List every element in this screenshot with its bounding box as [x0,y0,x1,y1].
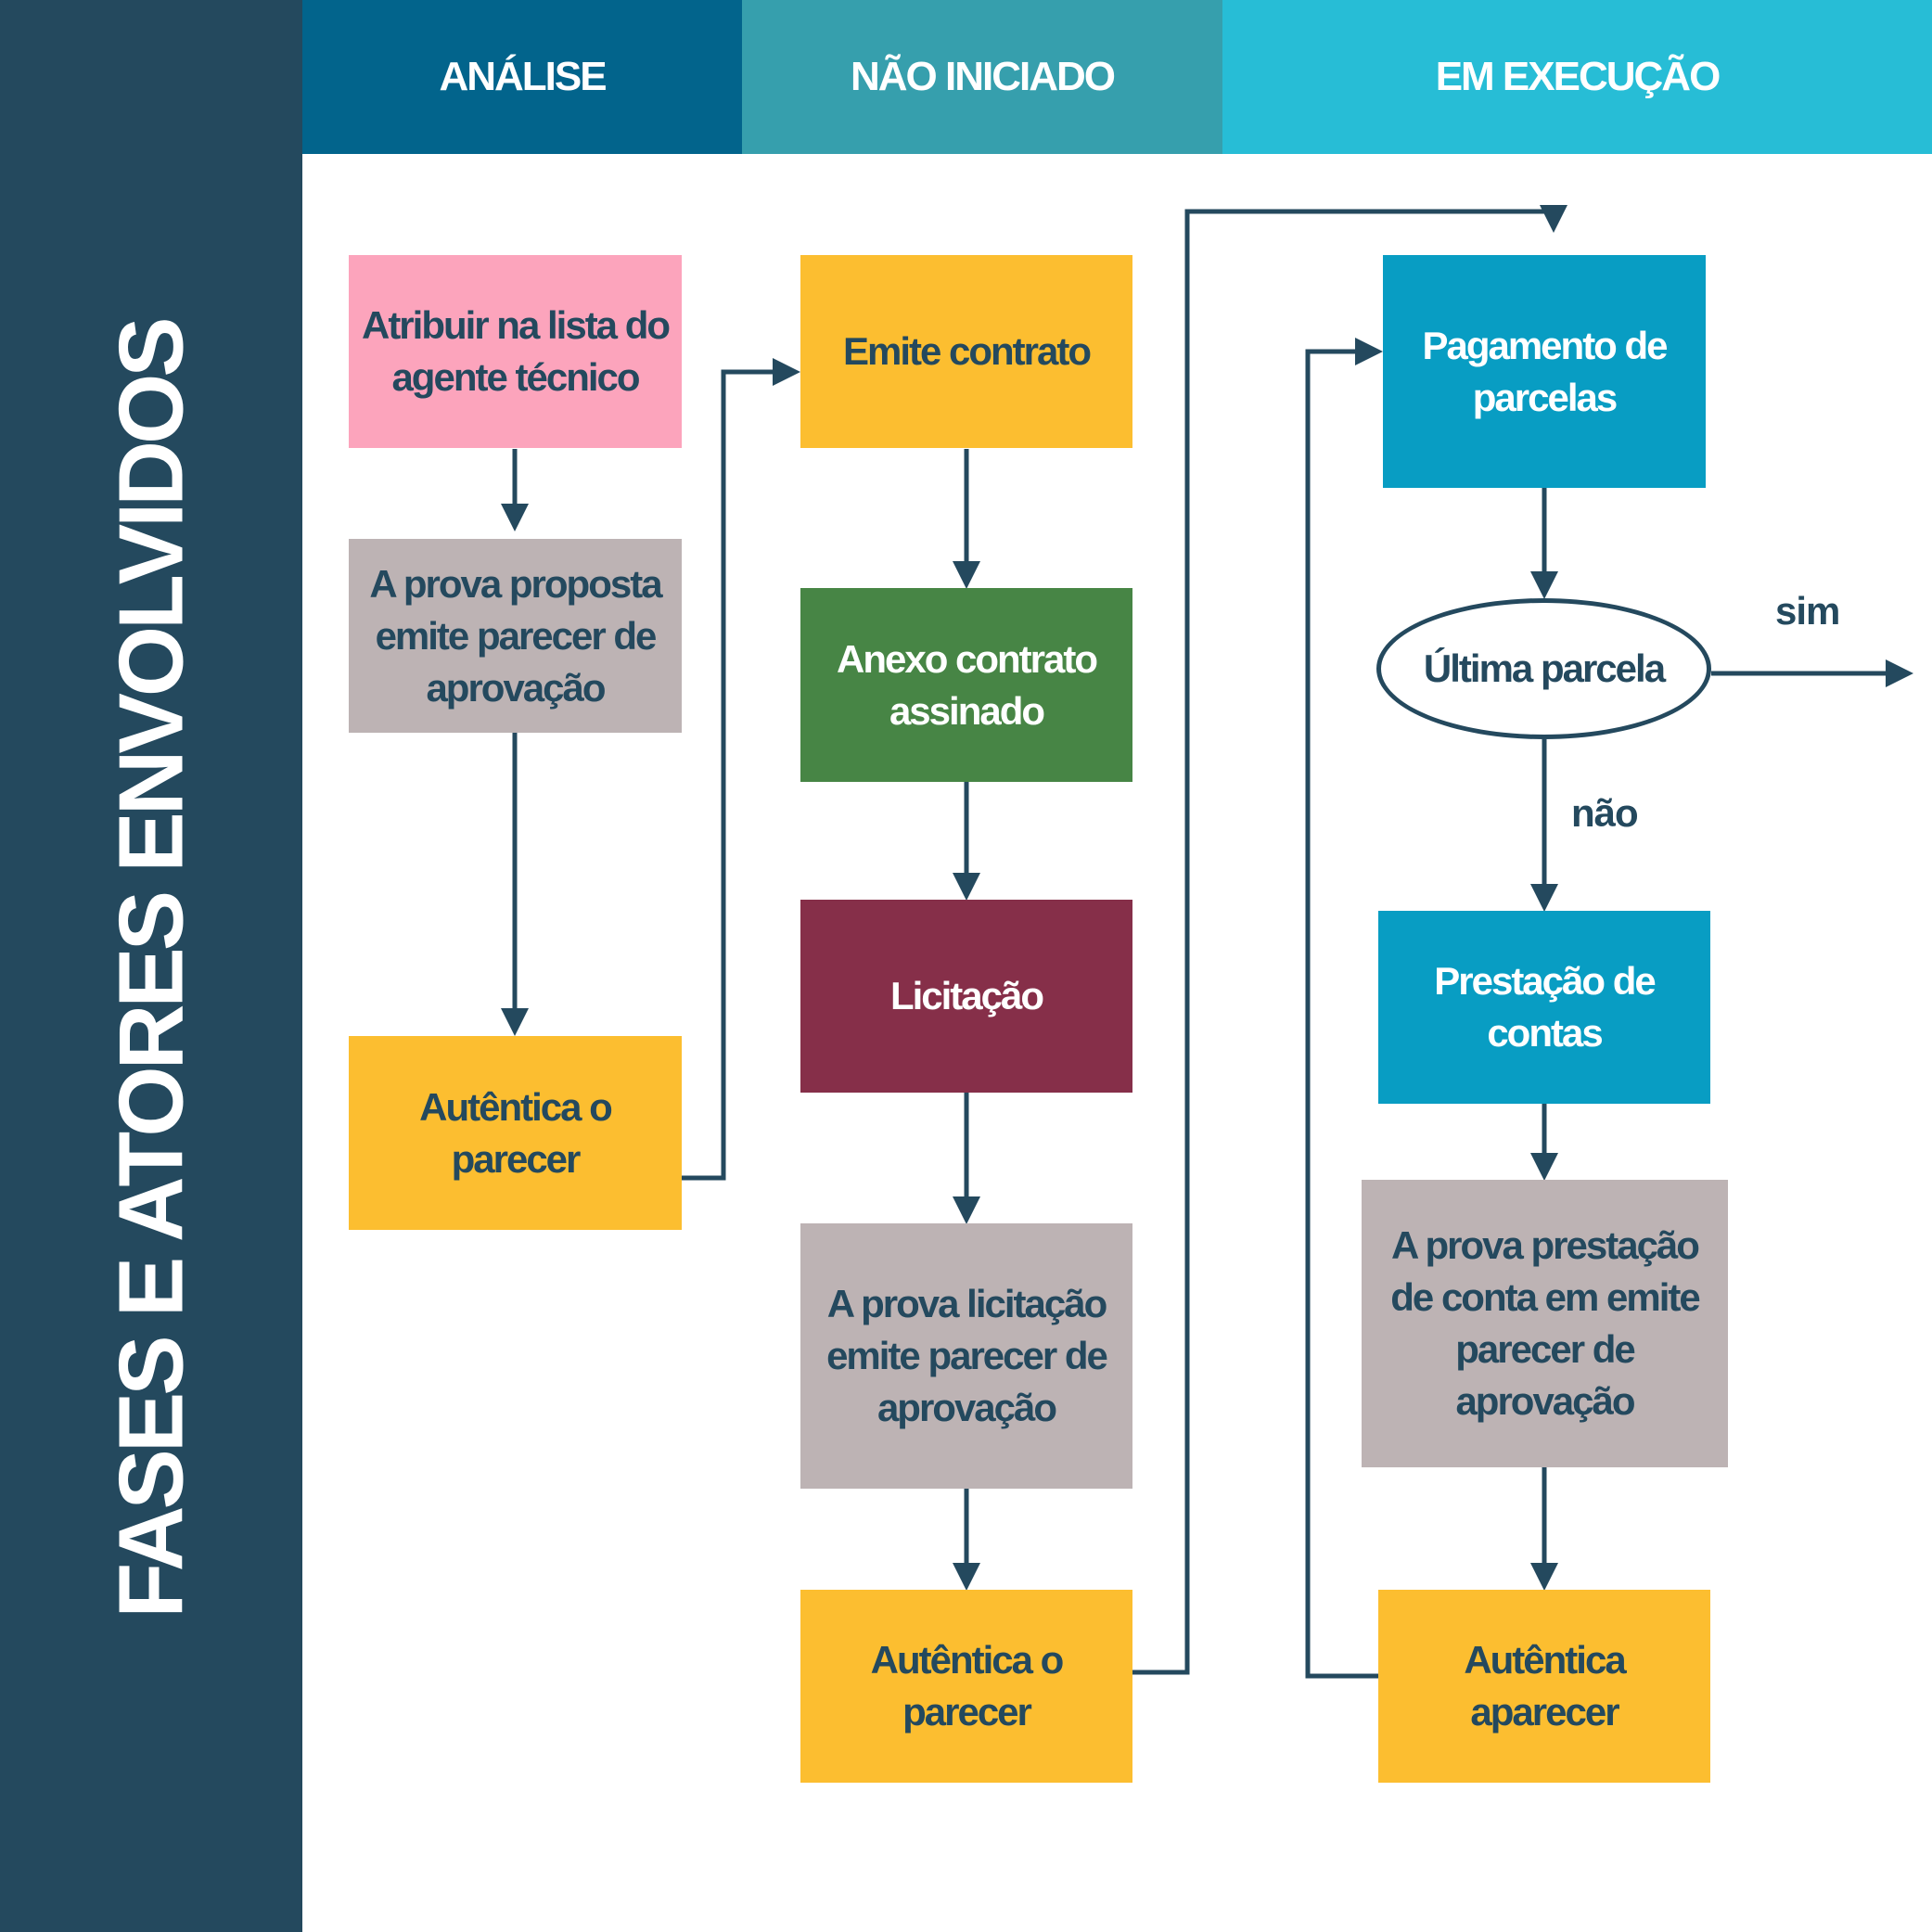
box-pagamento-parcelas: Pagamento de parcelas [1383,255,1706,488]
decision-ultima-parcela-text: Última parcela [1423,646,1666,690]
box-aprova-prestacao: A prova prestação de conta em emite pare… [1362,1180,1728,1467]
box-aprova-licitacao: A prova licitação emite parecer de aprov… [800,1223,1132,1489]
box-pagamento-parcelas-text: Pagamento de parcelas [1422,323,1668,419]
box-aprova-proposta: A prova proposta emite parecer de aprova… [349,539,682,733]
box-autentica-parecer-nao-iniciado: Autêntica o parecer [800,1590,1132,1783]
box-prestacao-contas: Prestação de contas [1378,911,1710,1104]
box-autentica-parecer-nao-iniciado-text: Autêntica o parecer [870,1638,1065,1734]
box-autentica-aparecer: Autêntica aparecer [1378,1590,1710,1783]
label-nao: não [1571,791,1639,835]
box-anexo-contrato: Anexo contrato assinado [800,588,1132,782]
box-licitacao-text: Licitação [889,974,1044,1017]
box-autentica-parecer-analise-text: Autêntica o parecer [419,1084,613,1181]
header-analise: ANÁLISE [302,0,742,154]
header-nao-iniciado-label: NÃO INICIADO [851,54,1116,99]
arrow-autentica-loop-to-pagamento [1305,338,1383,1679]
header-em-execucao: EM EXECUÇÃO [1222,0,1932,154]
header-analise-label: ANÁLISE [439,54,607,99]
header-em-execucao-label: EM EXECUÇÃO [1435,54,1721,99]
box-emite-contrato: Emite contrato [800,255,1132,448]
arrow-autentica-to-emite [682,358,800,1181]
sidebar: FASES E ATORES ENVOLVIDOS [0,0,302,1932]
box-aprova-prestacao-text: A prova prestação de conta em emite pare… [1390,1223,1700,1423]
box-aprova-proposta-text: A prova proposta emite parecer de aprova… [369,561,662,710]
box-autentica-aparecer-text: Autêntica aparecer [1464,1638,1626,1734]
box-aprova-licitacao-text: A prova licitação emite parecer de aprov… [826,1282,1108,1429]
box-atribuir-lista-text: Atribuir na lista do agente técnico [361,303,671,399]
box-atribuir-lista: Atribuir na lista do agente técnico [349,255,682,448]
box-emite-contrato-text: Emite contrato [842,329,1092,373]
box-licitacao: Licitação [800,900,1132,1093]
box-anexo-contrato-text: Anexo contrato assinado [836,636,1098,733]
label-sim: sim [1775,589,1840,633]
header-nao-iniciado: NÃO INICIADO [742,0,1222,154]
box-autentica-parecer-analise: Autêntica o parecer [349,1036,682,1230]
decision-ultima-parcela: Última parcela [1376,598,1711,739]
arrow-autentica-to-execucao [1132,205,1567,1675]
box-prestacao-contas-text: Prestação de contas [1434,959,1656,1055]
